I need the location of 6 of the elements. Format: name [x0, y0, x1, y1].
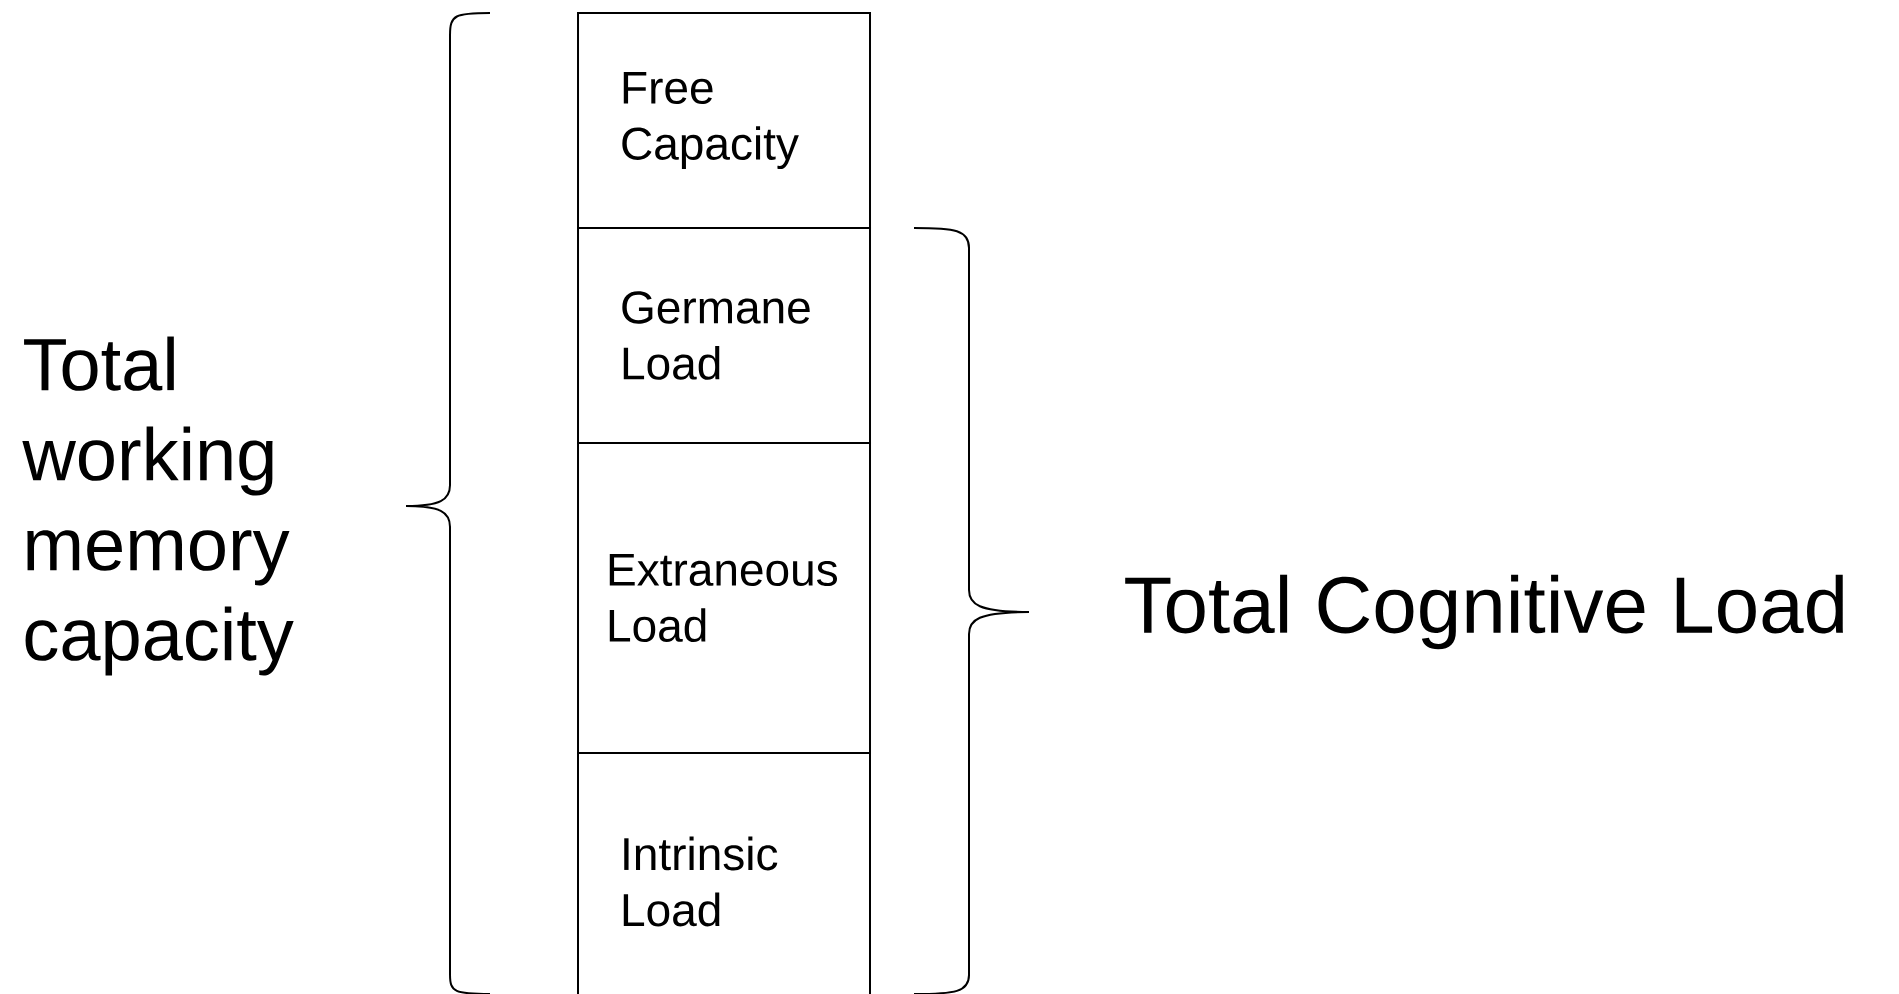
brace-label: Total working memory capacity [22, 336, 294, 676]
stack-box: Intrinsic Load [577, 752, 871, 994]
stack-box: Germane Load [577, 227, 871, 444]
stack-box: Free Capacity [577, 12, 871, 229]
brace-label: Total Cognitive Load [1125, 574, 1843, 650]
stack-box: Extraneous Load [577, 442, 871, 754]
